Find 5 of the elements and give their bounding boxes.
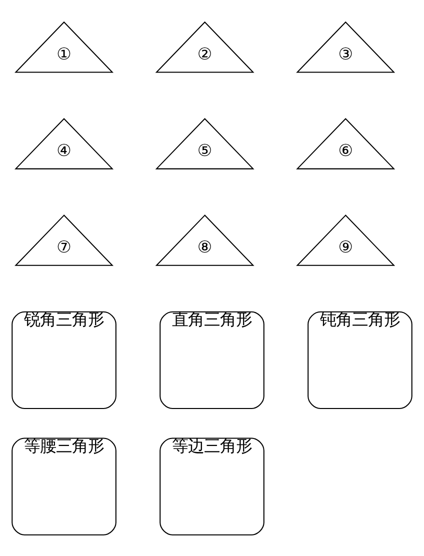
node-box: 钝角三角形 <box>308 310 412 408</box>
node-box: 直角三角形 <box>160 310 264 408</box>
node-box: 等腰三角形 <box>12 437 116 535</box>
node-box: 等边三角形 <box>160 437 264 535</box>
node-box: 锐角三角形 <box>12 310 116 408</box>
